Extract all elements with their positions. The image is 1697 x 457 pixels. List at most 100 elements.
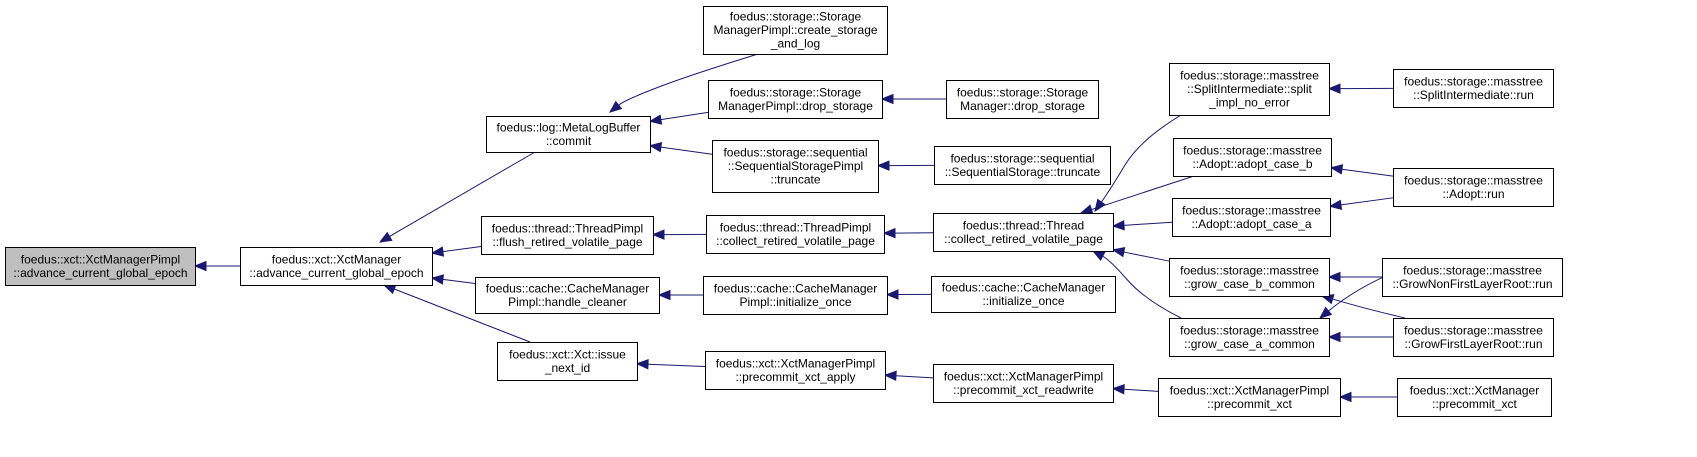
node-adoptrun[interactable]: foedus::storage::masstree::Adopt::run: [1393, 168, 1554, 207]
edge-issue-to-xm_adv: [394, 288, 531, 343]
node-box: [1172, 198, 1331, 237]
node-label-line: foedus::storage::Storage: [730, 85, 862, 99]
node-box: [1169, 258, 1330, 297]
node-box: [481, 216, 654, 255]
node-label-line: foedus::storage::masstree: [1404, 173, 1543, 187]
arrowhead-handle-to-xm_adv: [430, 274, 445, 285]
node-label-line: _next_id: [544, 361, 590, 375]
node-init[interactable]: foedus::cache::CacheManager::initialize_…: [931, 276, 1116, 313]
arrowhead-adoptrun-to-adb: [1329, 164, 1344, 175]
node-label-line: foedus::xct::XctManager: [272, 252, 401, 266]
node-label-line: foedus::storage::masstree: [1180, 263, 1319, 277]
node-box: [1173, 138, 1332, 177]
nodes-layer: foedus::xct::XctManagerPimpl::advance_cu…: [5, 6, 1563, 417]
node-label-line: foedus::xct::XctManager: [1410, 383, 1539, 397]
node-label-line: foedus::xct::XctManagerPimpl: [1170, 383, 1329, 397]
node-label-line: ::truncate: [770, 173, 820, 187]
node-split[interactable]: foedus::storage::masstree::SplitIntermed…: [1169, 63, 1330, 116]
node-label-line: foedus::xct::XctManagerPimpl: [21, 252, 180, 266]
node-seqp[interactable]: foedus::storage::sequential::SequentialS…: [712, 140, 879, 193]
node-label-line: foedus::log::MetaLogBuffer: [497, 120, 641, 134]
arrowhead-init-to-initp: [885, 289, 899, 300]
node-label-line: foedus::storage::Storage: [730, 10, 862, 24]
node-label-line: foedus::thread::Thread: [963, 218, 1084, 232]
arrowhead-gbc-to-coll: [1111, 247, 1126, 258]
node-apply[interactable]: foedus::xct::XctManagerPimpl::precommit_…: [705, 351, 886, 390]
arrowhead-gac-to-coll: [1091, 250, 1106, 262]
node-gbc[interactable]: foedus::storage::masstree::grow_case_b_c…: [1169, 258, 1330, 297]
node-box: [1393, 168, 1554, 207]
edges-layer: [193, 53, 1406, 403]
node-box: [1169, 318, 1330, 357]
node-collp[interactable]: foedus::thread::ThreadPimpl::collect_ret…: [706, 215, 885, 254]
node-label-line: ::GrowNonFirstLayerRoot::run: [1392, 277, 1552, 291]
node-gf[interactable]: foedus::storage::masstree::GrowFirstLaye…: [1393, 318, 1554, 357]
node-label-line: ::SplitIntermediate::split: [1187, 82, 1312, 96]
node-box: [497, 342, 638, 381]
edge-apply-to-issue: [647, 363, 706, 367]
node-label-line: foedus::cache::CacheManager: [714, 281, 877, 295]
node-label-line: Pimpl::initialize_once: [739, 295, 851, 309]
node-box: [5, 247, 196, 286]
node-pxct[interactable]: foedus::xct::XctManagerPimpl::precommit_…: [1158, 378, 1341, 417]
node-issue[interactable]: foedus::xct::Xct::issue_next_id: [497, 342, 638, 381]
node-label-line: foedus::thread::ThreadPimpl: [720, 220, 871, 234]
node-box: [1169, 63, 1330, 116]
node-box: [1393, 69, 1554, 108]
arrowhead-gnf-to-gbc: [1327, 271, 1341, 283]
node-seq[interactable]: foedus::storage::sequential::SequentialS…: [934, 146, 1111, 185]
node-label-line: ::collect_retired_volatile_page: [716, 234, 875, 248]
node-root[interactable]: foedus::xct::XctManagerPimpl::advance_cu…: [5, 247, 196, 286]
node-handle[interactable]: foedus::cache::CacheManagerPimpl::handle…: [475, 277, 660, 314]
node-label-line: foedus::storage::sequential: [723, 146, 867, 160]
node-gac[interactable]: foedus::storage::masstree::grow_case_a_c…: [1169, 318, 1330, 357]
node-xm_adv[interactable]: foedus::xct::XctManager::advance_current…: [240, 247, 433, 286]
node-drop[interactable]: foedus::storage::StorageManager::drop_st…: [946, 80, 1099, 119]
node-label-line: ::SequentialStorage::truncate: [945, 165, 1101, 179]
node-label-line: foedus::storage::masstree: [1182, 203, 1321, 217]
arrowhead-drop-to-dropp: [880, 93, 894, 105]
node-label-line: _and_log: [770, 37, 820, 51]
node-gnf[interactable]: foedus::storage::masstree::GrowNonFirstL…: [1382, 258, 1563, 297]
arrowhead-gf-to-gac: [1327, 331, 1341, 343]
node-label-line: foedus::storage::masstree: [1180, 323, 1319, 337]
arrowhead-flush-to-xm_adv: [430, 246, 445, 257]
node-create[interactable]: foedus::storage::StorageManagerPimpl::cr…: [703, 6, 888, 55]
edge-gbc-to-coll: [1123, 251, 1170, 262]
node-dropp[interactable]: foedus::storage::StorageManagerPimpl::dr…: [708, 80, 883, 119]
node-label-line: foedus::storage::masstree: [1404, 74, 1543, 88]
edge-pxct-to-rw: [1123, 388, 1159, 392]
arrowhead-dropp-to-meta: [648, 114, 663, 125]
node-label-line: ::commit: [546, 134, 592, 148]
edge-gf-to-gbc: [1332, 298, 1406, 319]
node-label-line: foedus::storage::masstree: [1404, 323, 1543, 337]
arrowhead-xm_adv-to-root: [193, 260, 207, 272]
node-box: [1393, 318, 1554, 357]
arrowhead-adoptrun-to-ada: [1328, 199, 1343, 210]
node-box: [705, 351, 886, 390]
node-adb[interactable]: foedus::storage::masstree::Adopt::adopt_…: [1173, 138, 1332, 177]
node-label-line: foedus::storage::masstree: [1180, 69, 1319, 83]
edge-rw-to-apply: [895, 375, 934, 379]
node-label-line: _impl_no_error: [1208, 96, 1290, 110]
node-coll[interactable]: foedus::thread::Thread::collect_retired_…: [933, 213, 1114, 252]
node-splitrun[interactable]: foedus::storage::masstree::SplitIntermed…: [1393, 69, 1554, 108]
edge-meta-to-xm_adv: [389, 151, 536, 237]
node-meta[interactable]: foedus::log::MetaLogBuffer::commit: [486, 116, 651, 153]
node-label-line: ::grow_case_a_common: [1184, 337, 1315, 351]
node-xmp[interactable]: foedus::xct::XctManager::precommit_xct: [1397, 378, 1552, 417]
node-box: [934, 146, 1111, 185]
node-rw[interactable]: foedus::xct::XctManagerPimpl::precommit_…: [933, 364, 1114, 403]
arrowhead-ada-to-coll: [1111, 220, 1125, 231]
node-initp[interactable]: foedus::cache::CacheManagerPimpl::initia…: [703, 276, 888, 315]
node-label-line: ::advance_current_global_epoch: [249, 266, 423, 280]
arrowhead-meta-to-xm_adv: [378, 231, 393, 243]
node-label-line: foedus::cache::CacheManager: [942, 280, 1105, 294]
edge-ada-to-coll: [1123, 221, 1173, 226]
node-flush[interactable]: foedus::thread::ThreadPimpl::flush_retir…: [481, 216, 654, 255]
node-box: [946, 80, 1099, 119]
node-label-line: foedus::xct::XctManagerPimpl: [716, 356, 875, 370]
arrowhead-splitrun-to-split: [1327, 83, 1341, 94]
node-ada[interactable]: foedus::storage::masstree::Adopt::adopt_…: [1172, 198, 1331, 237]
